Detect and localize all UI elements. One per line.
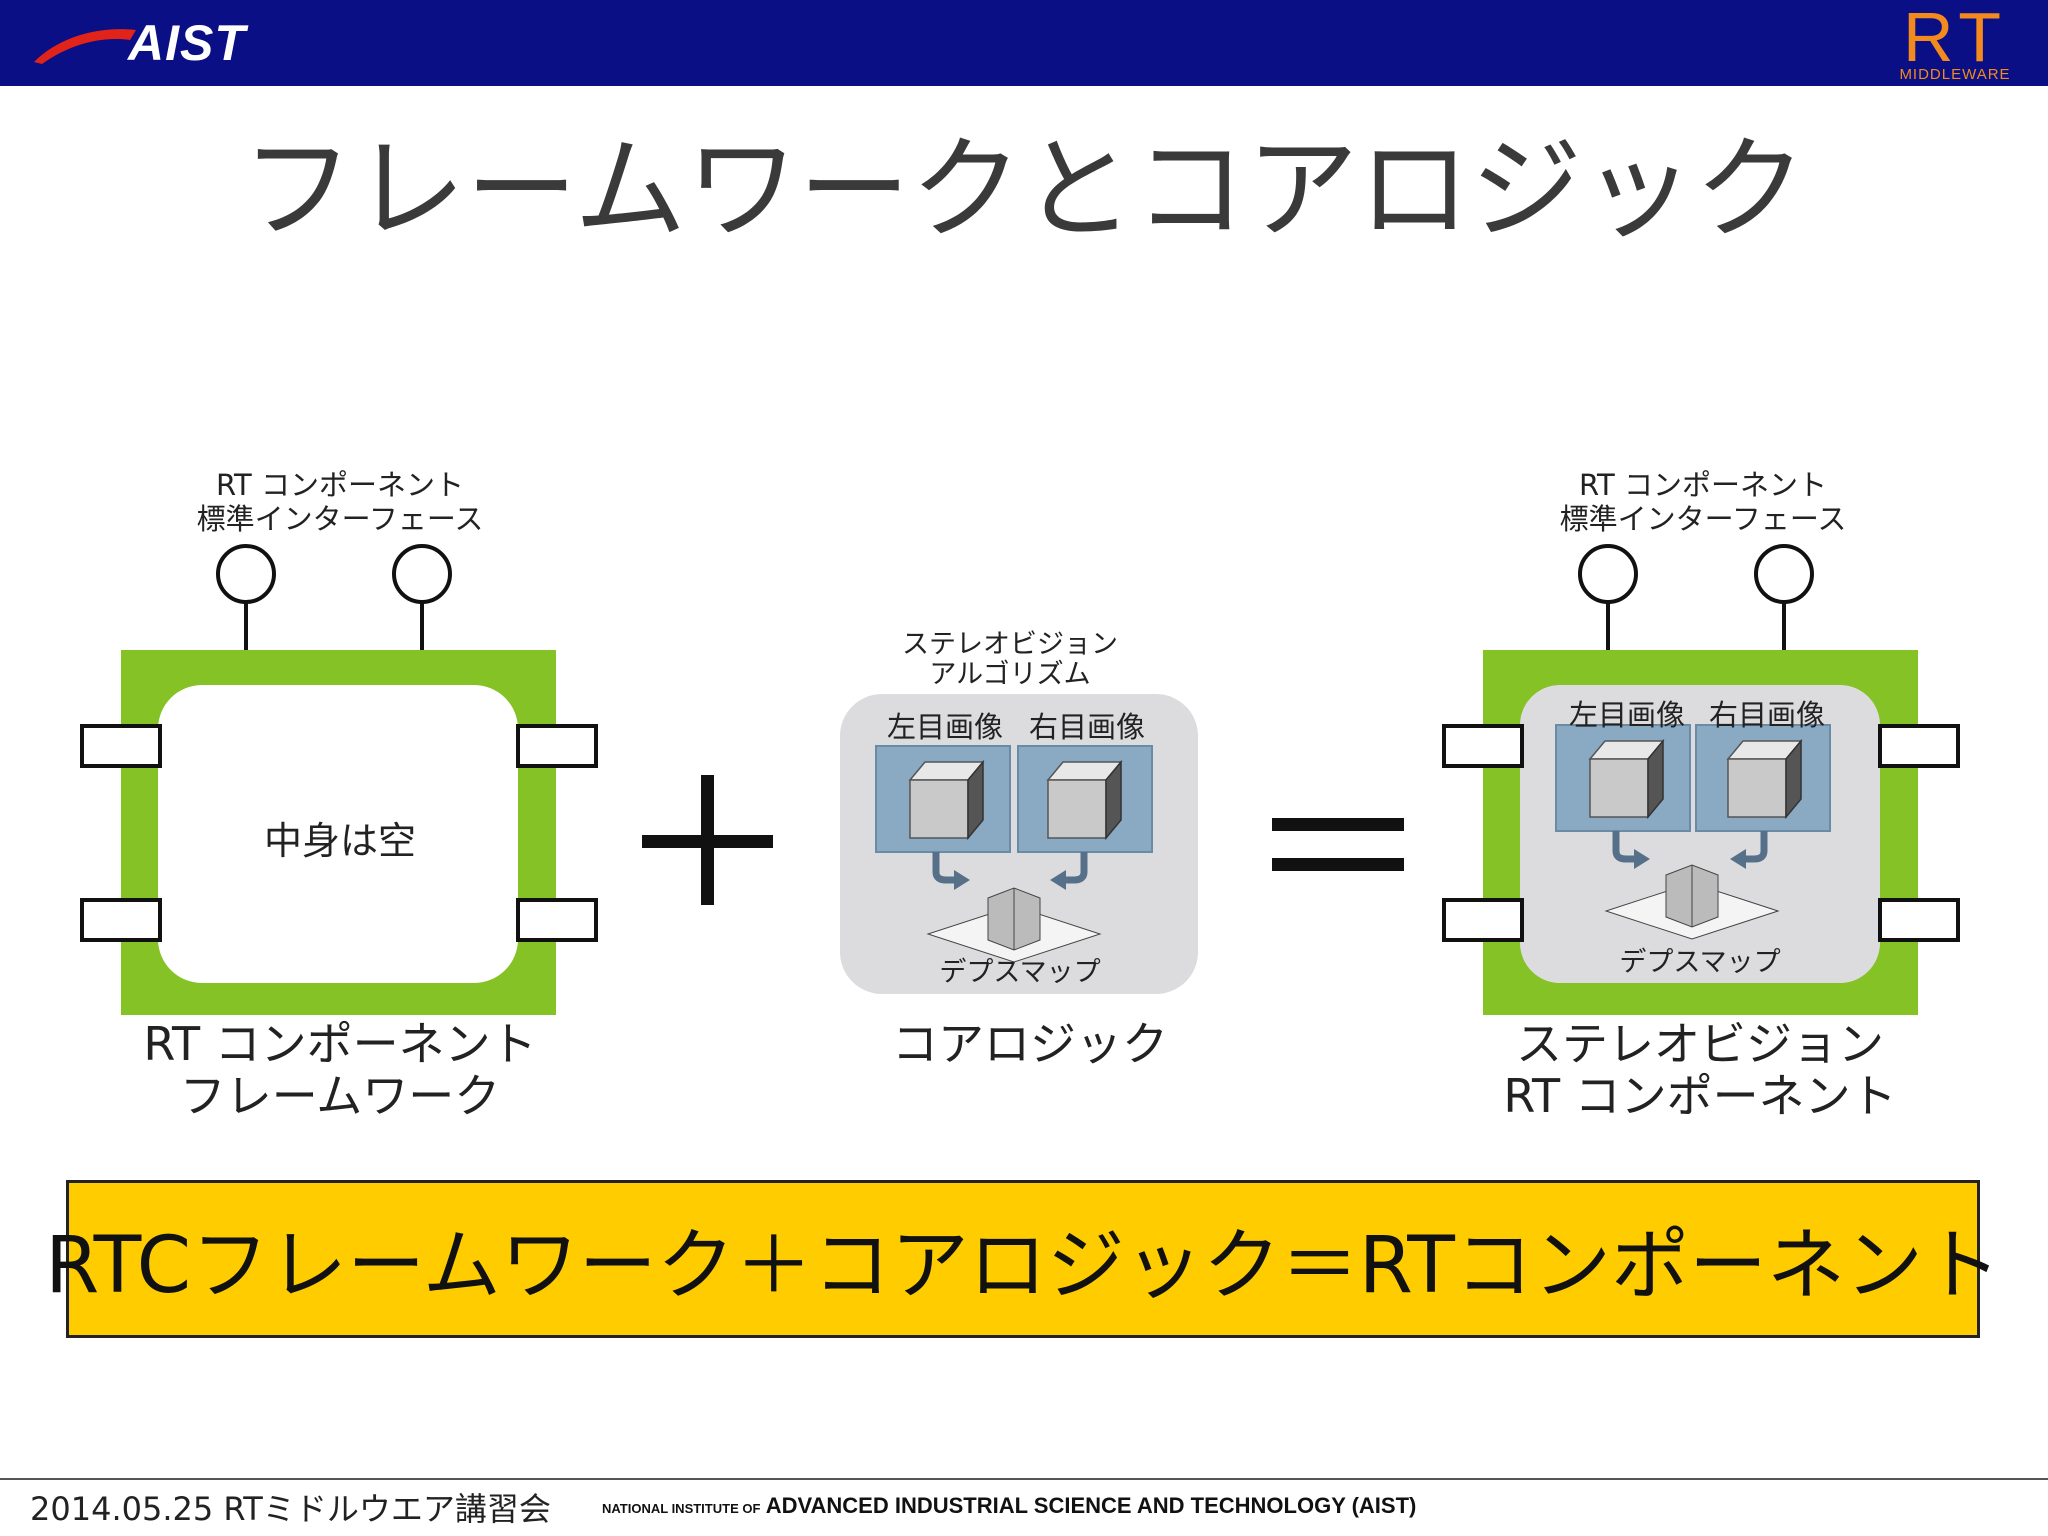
formula-text: RTCフレームワーク＋コアロジック＝RTコンポーネント bbox=[45, 1221, 2001, 1311]
footer-date: 2014.05.25 RTミドルウエア講習会 bbox=[30, 1490, 551, 1528]
algorithm-label: ステレオビジョン アルゴリズム bbox=[880, 630, 1140, 690]
aist-swoosh-icon bbox=[34, 29, 136, 64]
right-interface-label: RT コンポーネント 標準インターフェース bbox=[1553, 468, 1853, 536]
equals-icon bbox=[1272, 818, 1404, 871]
right-service-port-2 bbox=[1754, 544, 1814, 604]
right-outport-1 bbox=[1878, 724, 1960, 768]
right-caption-line2: RT コンポーネント bbox=[1503, 1069, 1897, 1123]
right-comp-right-cube-icon bbox=[1726, 738, 1803, 820]
right-comp-right-image-label: 右目画像 bbox=[1708, 698, 1825, 732]
left-caption-line1: RT コンポーネント bbox=[143, 1017, 537, 1071]
header-bar bbox=[0, 0, 2048, 86]
right-comp-depth-map-icon bbox=[1604, 864, 1780, 940]
rt-middleware-logo-sub: MIDDLEWARE bbox=[1899, 66, 2011, 83]
left-cube-icon bbox=[908, 759, 985, 841]
left-interface-label-line2: 標準インターフェース bbox=[196, 502, 484, 536]
footer-divider bbox=[0, 1478, 2048, 1480]
left-service-port-1 bbox=[216, 544, 276, 604]
right-cube-icon bbox=[1046, 759, 1123, 841]
right-comp-left-cube-icon bbox=[1588, 738, 1665, 820]
right-service-port-1 bbox=[1578, 544, 1638, 604]
core-depth-map-label: デプスマップ bbox=[939, 957, 1101, 988]
right-component-diagram bbox=[1442, 544, 1960, 1015]
right-comp-left-image-label: 左目画像 bbox=[1568, 698, 1685, 732]
core-logic-caption: コアロジック bbox=[892, 1017, 1168, 1071]
plus-icon bbox=[642, 775, 773, 905]
left-outport-1 bbox=[516, 724, 598, 768]
page-title: フレームワークとコアロジック bbox=[241, 125, 1807, 255]
right-component-caption: ステレオビジョン RT コンポーネント bbox=[1490, 1018, 1910, 1122]
left-component-caption: RT コンポーネント フレームワーク bbox=[130, 1018, 550, 1122]
left-component-content: 中身は空 bbox=[263, 819, 416, 863]
right-inport-1 bbox=[1442, 724, 1524, 768]
left-interface-label: RT コンポーネント 標準インターフェース bbox=[190, 468, 490, 536]
right-outport-2 bbox=[1878, 898, 1960, 942]
depth-map-icon bbox=[926, 887, 1102, 963]
left-component-inner bbox=[158, 685, 518, 983]
core-logic-diagram bbox=[840, 694, 1198, 994]
left-interface-label-line1: RT コンポーネント bbox=[216, 468, 464, 502]
rt-middleware-logo: RT bbox=[1902, 0, 2008, 76]
left-outport-2 bbox=[516, 898, 598, 942]
footer-institute-small: NATIONAL INSTITUTE OF bbox=[602, 1501, 761, 1516]
left-caption-line2: フレームワーク bbox=[179, 1069, 501, 1123]
right-inport-2 bbox=[1442, 898, 1524, 942]
left-inport-2 bbox=[80, 898, 162, 942]
right-interface-label-line1: RT コンポーネント bbox=[1579, 468, 1827, 502]
right-interface-label-line2: 標準インターフェース bbox=[1559, 502, 1847, 536]
left-service-port-2 bbox=[392, 544, 452, 604]
core-right-image-label: 右目画像 bbox=[1028, 710, 1145, 744]
footer-institute-large: ADVANCED INDUSTRIAL SCIENCE AND TECHNOLO… bbox=[765, 1493, 1417, 1518]
right-comp-depth-map-label: デプスマップ bbox=[1619, 947, 1781, 978]
footer-institute: NATIONAL INSTITUTE OF ADVANCED INDUSTRIA… bbox=[602, 1493, 1416, 1519]
algorithm-label-line1: ステレオビジョン bbox=[902, 629, 1118, 660]
algorithm-label-line2: アルゴリズム bbox=[929, 659, 1091, 690]
core-left-image-label: 左目画像 bbox=[886, 710, 1003, 744]
left-inport-1 bbox=[80, 724, 162, 768]
right-caption-line1: ステレオビジョン bbox=[1516, 1017, 1884, 1071]
formula-box: RTCフレームワーク＋コアロジック＝RTコンポーネント bbox=[45, 1180, 2001, 1338]
aist-logo: AIST bbox=[128, 15, 246, 71]
left-component-diagram bbox=[80, 544, 598, 1015]
